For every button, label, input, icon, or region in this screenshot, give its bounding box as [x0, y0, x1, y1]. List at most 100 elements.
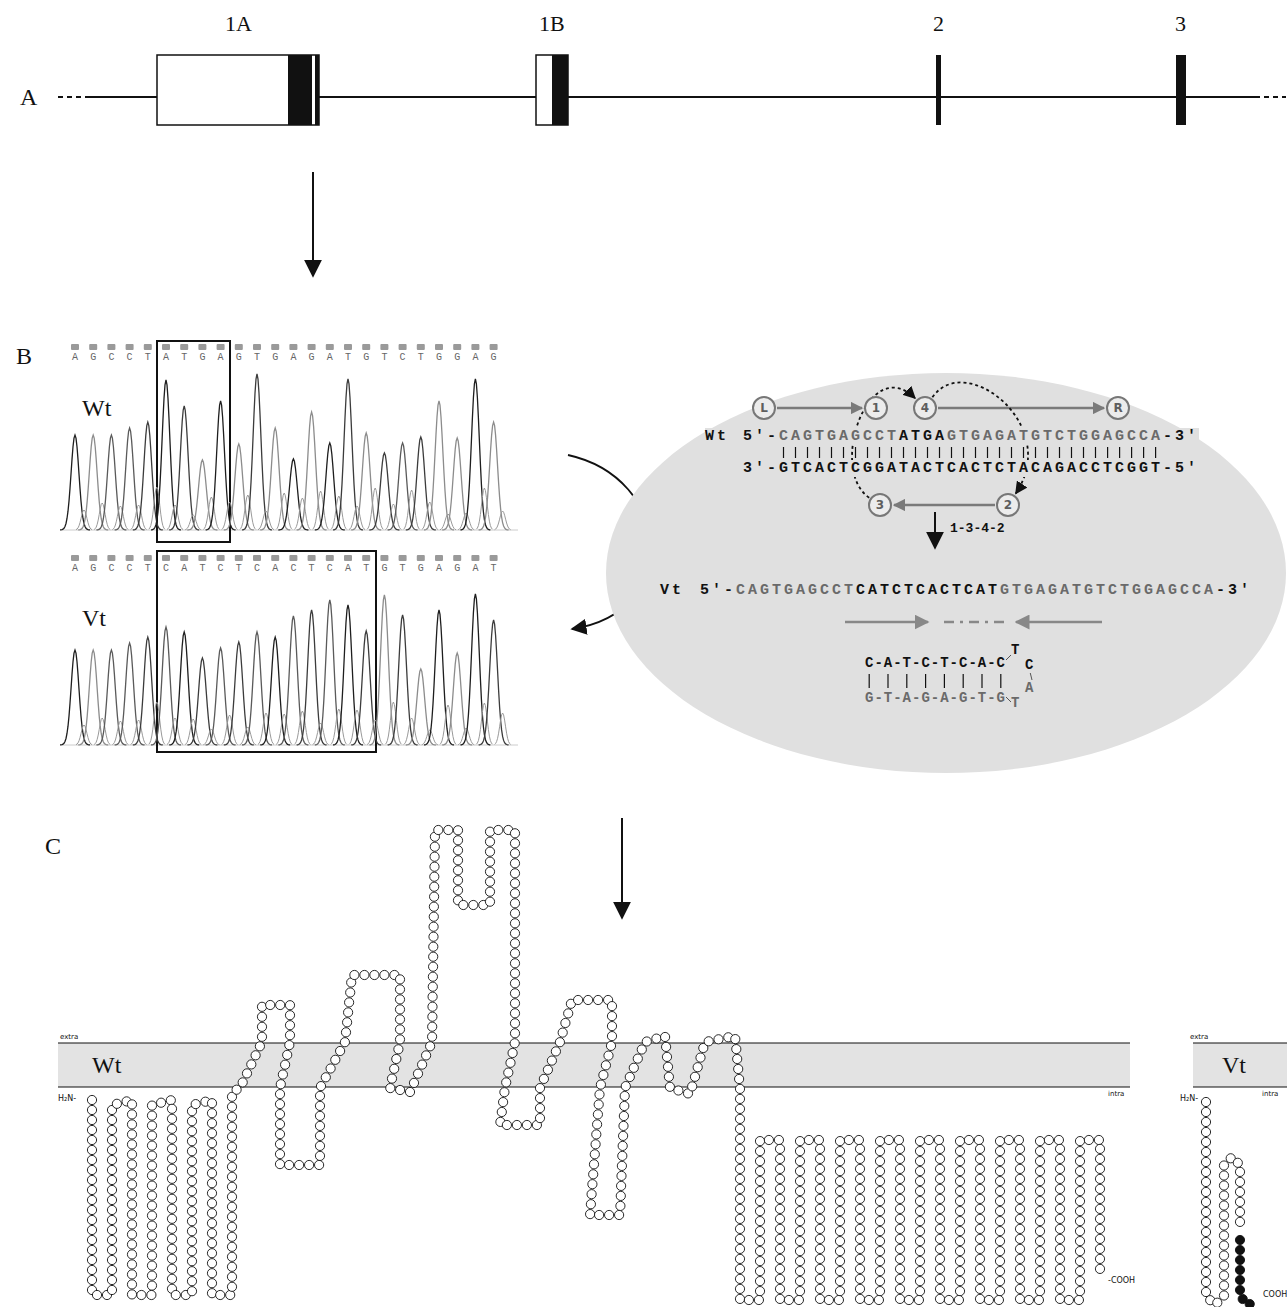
residue-circle: [795, 1267, 804, 1276]
residue-circle: [453, 836, 462, 845]
residue-circle: [1015, 1194, 1024, 1203]
residue-circle: [187, 1157, 196, 1166]
residue-circle: [227, 1272, 236, 1281]
residue-circle: [814, 1135, 823, 1144]
trace-noise: [258, 511, 274, 530]
residue-circle: [1015, 1164, 1024, 1173]
residue-circle: [227, 1222, 236, 1231]
residue-circle: [1035, 1207, 1044, 1216]
residue-circle: [975, 1294, 984, 1303]
residue-circle: [1235, 1217, 1244, 1226]
residue-circle: [895, 1174, 904, 1183]
residue-circle: [1219, 1281, 1228, 1290]
residue-circle: [107, 1215, 116, 1224]
residue-circle: [428, 1022, 437, 1031]
residue-circle: [975, 1204, 984, 1213]
residue-circle: [735, 1284, 744, 1293]
residue-circle: [975, 1174, 984, 1183]
residue-circle: [207, 1229, 216, 1238]
residue-circle: [187, 1277, 196, 1286]
residue-circle: [1064, 1295, 1073, 1304]
residue-circle: [1015, 1234, 1024, 1243]
residue-circle: [535, 1084, 544, 1093]
residue-circle: [955, 1157, 964, 1166]
residue-circle: [238, 1078, 247, 1087]
trace-noise: [276, 714, 292, 744]
residue-circle: [586, 1200, 595, 1209]
residue-circle: [315, 1091, 324, 1100]
residue-circle: [207, 1239, 216, 1248]
residue-circle: [995, 1267, 1004, 1276]
residue-circle: [935, 1214, 944, 1223]
residue-circle: [974, 1135, 983, 1144]
residue-circle: [510, 1009, 519, 1018]
quality-tag: [471, 555, 479, 561]
residue-circle: [315, 1111, 324, 1120]
residue-circle: [696, 1053, 705, 1062]
residue-circle: [87, 1185, 96, 1194]
site-circle: 3: [868, 493, 892, 517]
residue-circle: [755, 1217, 764, 1226]
residue-circle: [87, 1145, 96, 1154]
residue-circle: [625, 1072, 634, 1081]
trace-peak: [224, 444, 254, 530]
residue-circle: [619, 1111, 628, 1120]
quality-tag: [217, 344, 225, 350]
protein-label: Vt: [1222, 1052, 1246, 1078]
residue-circle: [601, 1061, 610, 1070]
residue-circle: [815, 1204, 824, 1213]
residue-circle: [430, 872, 439, 881]
residue-circle: [107, 1205, 116, 1214]
residue-circle: [344, 1008, 353, 1017]
residue-circle: [321, 1073, 330, 1082]
residue-circle: [995, 1187, 1004, 1196]
residue-circle: [704, 1037, 713, 1046]
base-pair-tick: [939, 447, 940, 458]
quality-tag: [89, 344, 97, 350]
residue-circle: [1015, 1204, 1024, 1213]
residue-circle: [815, 1294, 824, 1303]
residue-circle: [1213, 1298, 1222, 1307]
residue-circle: [663, 1062, 672, 1071]
residue-circle: [187, 1167, 196, 1176]
residue-circle: [127, 1170, 136, 1179]
residue-circle: [147, 1221, 156, 1230]
residue-circle: [935, 1224, 944, 1233]
residue-circle: [904, 1295, 913, 1304]
residue-circle: [281, 1060, 290, 1069]
residue-circle: [510, 939, 519, 948]
quality-tag: [326, 344, 334, 350]
residue-circle: [167, 1144, 176, 1153]
residue-circle: [107, 1115, 116, 1124]
residue-circle: [735, 1084, 744, 1093]
residue-circle: [1024, 1295, 1033, 1304]
residue-circle: [331, 1055, 340, 1064]
residue-circle: [995, 1147, 1004, 1156]
residue-circle: [429, 932, 438, 941]
residue-circle: [510, 899, 519, 908]
residue-circle: [315, 1141, 324, 1150]
side-label: extra: [60, 1033, 78, 1041]
base-pair-tick: [1035, 447, 1036, 458]
residue-circle: [855, 1204, 864, 1213]
residue-circle: [500, 1088, 509, 1097]
residue-circle: [1055, 1234, 1064, 1243]
residue-circle: [275, 1140, 284, 1149]
residue-circle: [1035, 1287, 1044, 1296]
sequence-label: Vt: [660, 582, 684, 599]
residue-circle: [510, 829, 519, 838]
residue-circle: [915, 1207, 924, 1216]
residue-circle: [875, 1237, 884, 1246]
residue-circle: [167, 1174, 176, 1183]
residue-circle: [147, 1151, 156, 1160]
residue-circle: [1235, 1207, 1244, 1216]
residue-circle: [453, 826, 462, 835]
residue-circle: [167, 1244, 176, 1253]
trace-peak: [333, 379, 363, 530]
residue-circle: [1075, 1277, 1084, 1286]
residue-circle: [107, 1225, 116, 1234]
residue-circle: [107, 1195, 116, 1204]
residue-circle: [755, 1207, 764, 1216]
residue-circle: [1219, 1171, 1228, 1180]
quality-tag: [235, 344, 243, 350]
